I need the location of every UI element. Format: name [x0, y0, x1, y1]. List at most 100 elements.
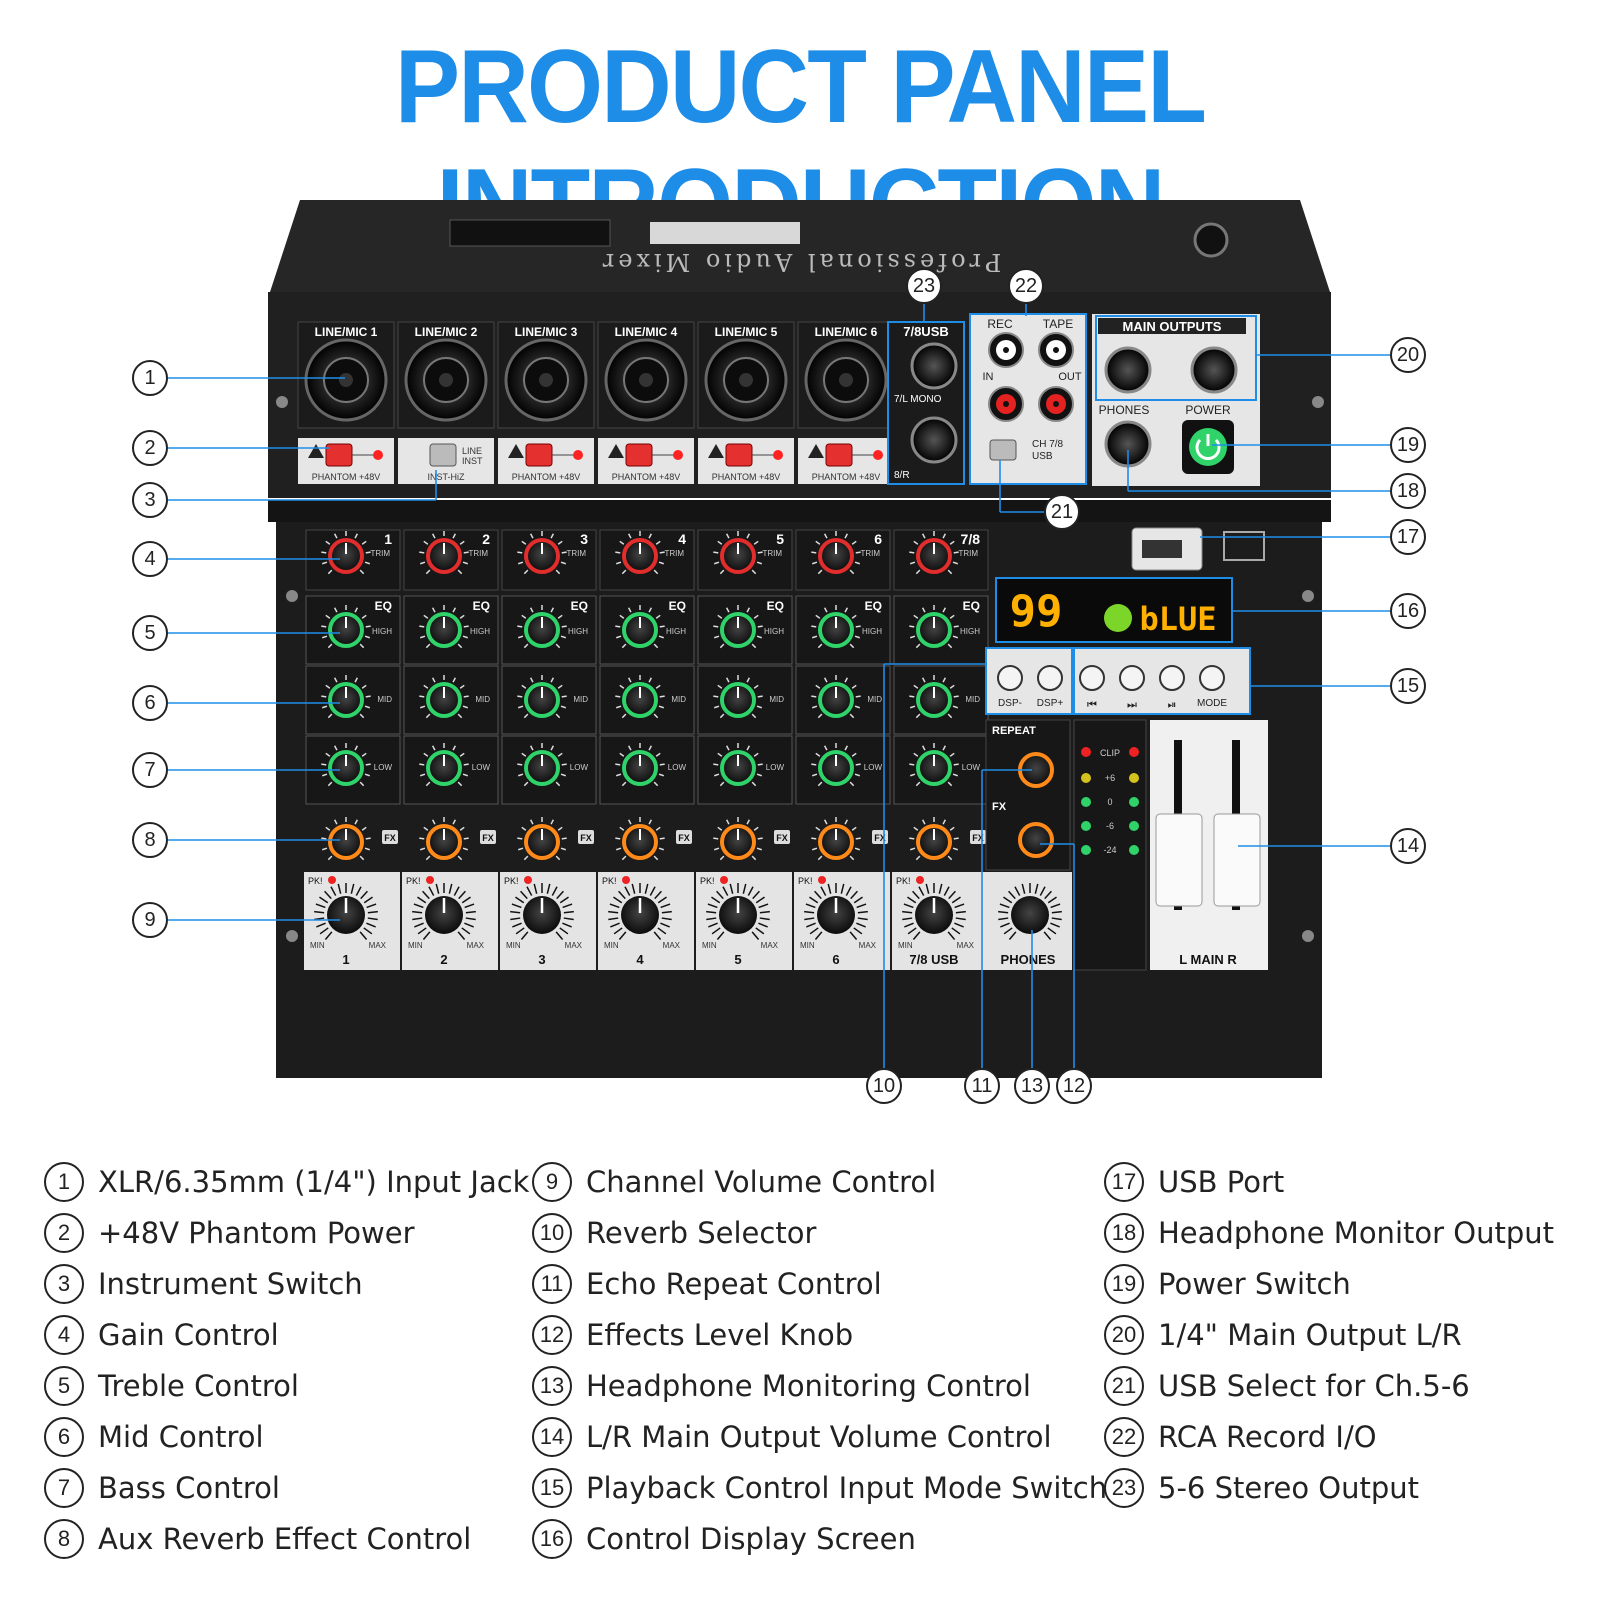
high-label: HIGH — [960, 627, 980, 636]
fx-send-knob — [524, 824, 560, 860]
high-eq-knob — [720, 612, 756, 648]
meter-label: 0 — [1107, 797, 1112, 807]
fx-label: FX — [874, 833, 886, 843]
legend-number: 2 — [44, 1213, 84, 1253]
legend-text: Control Display Screen — [586, 1522, 916, 1556]
callout-number: 21 — [1044, 494, 1080, 530]
meter-label: +6 — [1105, 773, 1115, 783]
callout-number: 17 — [1390, 519, 1426, 555]
prev-icon: ⏮ — [1087, 698, 1097, 711]
strip-number: 7/8 — [961, 531, 981, 547]
eq-label: EQ — [963, 599, 980, 613]
clip-led-left — [1081, 747, 1091, 757]
inst-hiz-label: INST-HiZ — [428, 472, 466, 482]
display-text: bLUE — [1139, 600, 1216, 638]
r8-label: 8/R — [894, 470, 910, 481]
play-pause-icon: ⏯ — [1168, 698, 1177, 711]
rear-power-jack — [1193, 222, 1229, 258]
phantom-led — [573, 450, 583, 460]
low-label: LOW — [374, 763, 393, 772]
mono-label: 7/L MONO — [894, 394, 942, 405]
meter-led — [1081, 821, 1091, 831]
legend-text: 1/4" Main Output L/R — [1158, 1318, 1462, 1352]
high-eq-knob — [426, 612, 462, 648]
usb-select-switch — [989, 439, 1017, 461]
channel-volume-knob — [327, 896, 365, 934]
fx-label: FX — [972, 833, 984, 843]
mid-label: MID — [769, 695, 784, 704]
trim-label: TRIM — [468, 549, 488, 558]
phantom-led — [873, 450, 883, 460]
high-eq-knob — [328, 612, 364, 648]
legend-number: 17 — [1104, 1162, 1144, 1202]
peak-led — [916, 876, 924, 884]
legend-text: Aux Reverb Effect Control — [98, 1522, 472, 1556]
channel-input-label: LINE/MIC 1 — [315, 325, 378, 339]
gain-knob — [720, 538, 756, 574]
strip-number: 1 — [384, 531, 392, 547]
playback-button — [1079, 665, 1105, 691]
channel-volume-knob — [621, 896, 659, 934]
stereo-jack-right — [910, 416, 958, 464]
gain-knob — [328, 538, 364, 574]
fx-label: FX — [384, 833, 396, 843]
fx-send-knob — [916, 824, 952, 860]
warning-icon — [308, 444, 324, 458]
mid-eq-knob — [524, 682, 560, 718]
low-label: LOW — [472, 763, 491, 772]
low-label: LOW — [766, 763, 785, 772]
fader-label: 6 — [832, 952, 839, 967]
channel-volume-knob — [523, 896, 561, 934]
clip-label: CLIP — [1100, 748, 1120, 758]
callout-number: 18 — [1390, 473, 1426, 509]
phantom-switch — [525, 443, 553, 467]
legend-text: Bass Control — [98, 1471, 280, 1505]
phones-fader-label: PHONES — [1001, 952, 1056, 967]
warning-icon — [608, 444, 624, 458]
legend-text: Effects Level Knob — [586, 1318, 854, 1352]
gain-knob — [426, 538, 462, 574]
meter-led — [1129, 773, 1139, 783]
callout-number: 16 — [1390, 593, 1426, 629]
brand-label: Professional Audio Mixer — [599, 248, 1001, 276]
legend-number: 11 — [532, 1264, 572, 1304]
legend-text: Instrument Switch — [98, 1267, 363, 1301]
rec-label: REC — [987, 317, 1013, 331]
max-label: MAX — [663, 941, 681, 950]
legend-text: Power Switch — [1158, 1267, 1351, 1301]
high-label: HIGH — [372, 627, 392, 636]
legend-item: 16 Control Display Screen — [532, 1517, 916, 1561]
legend-text: +48V Phantom Power — [98, 1216, 415, 1250]
legend-number: 16 — [532, 1519, 572, 1559]
mid-label: MID — [965, 695, 980, 704]
fx-label: FX — [482, 833, 494, 843]
phantom-label: PHANTOM +48V — [312, 472, 381, 482]
channel-input-label: LINE/MIC 2 — [415, 325, 478, 339]
legend-number: 9 — [532, 1162, 572, 1202]
meter-led — [1081, 797, 1091, 807]
max-label: MAX — [565, 941, 583, 950]
top-rear-panel — [270, 200, 1330, 292]
callout-number: 4 — [132, 541, 168, 577]
strip-number: 5 — [776, 531, 784, 547]
fader-label: 4 — [636, 952, 644, 967]
legend-text: 5-6 Stereo Output — [1158, 1471, 1420, 1505]
legend-number: 7 — [44, 1468, 84, 1508]
eq-low-cell — [403, 735, 499, 805]
display-spinner-icon — [1104, 604, 1132, 632]
fx-label: FX — [678, 833, 690, 843]
fx-send-knob — [328, 824, 364, 860]
mid-label: MID — [475, 695, 490, 704]
meter-label: -24 — [1103, 845, 1116, 855]
